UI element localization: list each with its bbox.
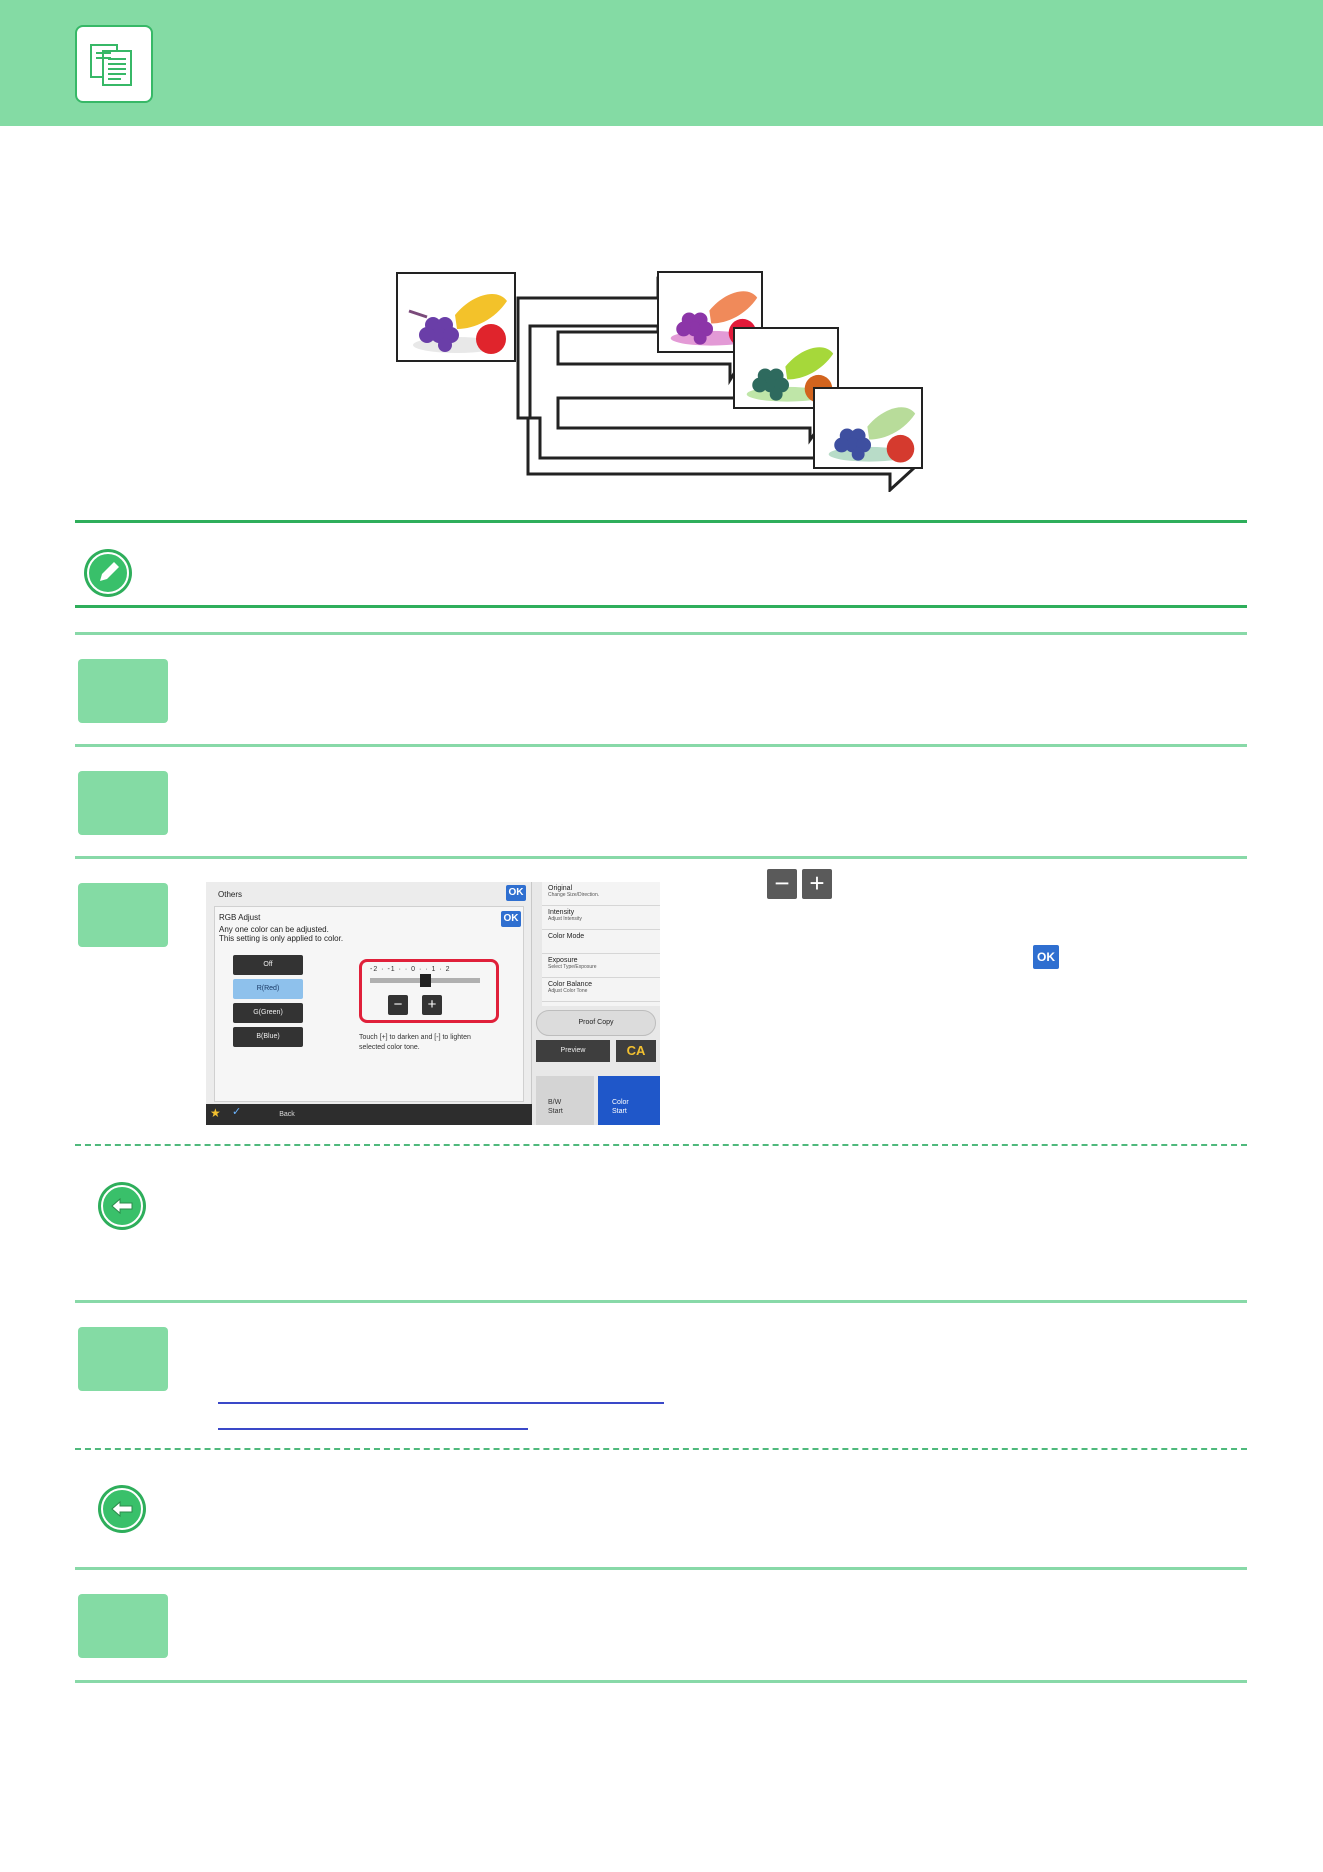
step1-top-rule — [75, 632, 1247, 635]
step5-top-rule — [75, 1567, 1247, 1570]
return-arrow-icon — [96, 1483, 148, 1535]
menu-label: Original — [548, 885, 573, 892]
rgb-adjust-desc-1: Any one color can be adjusted. — [219, 925, 329, 934]
rgb-adjust-ok-button[interactable]: OK — [501, 911, 521, 927]
slider-scale: -2 · -1 · · 0 · · 1 · 2 — [370, 966, 451, 973]
bw-start-label: Start — [548, 1108, 563, 1115]
step1-box — [78, 659, 168, 723]
menu-sub: Change Size/Direction. — [548, 892, 600, 898]
color-label: Color — [612, 1099, 629, 1106]
pencil-note-icon — [82, 547, 134, 599]
page-header — [0, 0, 1323, 126]
bw-label: B/W — [548, 1099, 562, 1106]
menu-sub: Select Type/Exposure — [548, 964, 597, 970]
link-underline-1[interactable] — [218, 1402, 664, 1404]
menu-label: Color Balance — [548, 981, 592, 988]
page-bottom-rule — [75, 1680, 1247, 1683]
color-start-label: Start — [612, 1108, 627, 1115]
ok-key-icon: OK — [1033, 945, 1059, 969]
rgb-adjust-title: RGB Adjust — [219, 913, 261, 922]
minus-button[interactable]: − — [388, 995, 408, 1015]
slider-hint-line-1: Touch [+] to darken and [-] to lighten — [359, 1034, 471, 1041]
step3-box — [78, 883, 168, 947]
panel-ok-button[interactable]: OK — [506, 885, 526, 901]
panel-title: Others — [218, 890, 243, 899]
return-arrow-icon — [96, 1180, 148, 1232]
rgb-adjust-dialog: RGB Adjust Any one color can be adjusted… — [214, 906, 524, 1102]
plus-button[interactable]: + — [422, 995, 442, 1015]
clear-all-button[interactable]: CA — [616, 1040, 656, 1062]
rgb-adjust-desc-2: This setting is only applied to color. — [219, 934, 344, 943]
note-top-rule — [75, 520, 1247, 523]
minus-key-icon: − — [767, 869, 797, 899]
menu-sub: Adjust Color Tone — [548, 988, 588, 994]
menu-item-color-mode[interactable]: Color Mode — [542, 930, 660, 954]
step4-top-rule — [75, 1300, 1247, 1303]
option-blue[interactable]: B(Blue) — [233, 1027, 303, 1047]
slider-hint-line-2: selected color tone. — [359, 1044, 420, 1051]
fruit-color-variation-illustration — [396, 271, 923, 492]
step4-box — [78, 1327, 168, 1391]
back-button[interactable]: Back — [279, 1111, 295, 1118]
step2-box — [78, 771, 168, 835]
option-red[interactable]: R(Red) — [233, 979, 303, 999]
step5-box — [78, 1594, 168, 1658]
rgb-slider-box: -2 · -1 · · 0 · · 1 · 2 − + — [359, 959, 499, 1023]
step4-dashed-rule — [75, 1448, 1247, 1450]
proof-copy-button[interactable]: Proof Copy — [536, 1010, 656, 1036]
slider-hint: Touch [+] to darken and [-] to lighten s… — [359, 1033, 519, 1053]
preview-button[interactable]: Preview — [536, 1040, 610, 1062]
link-underline-2[interactable] — [218, 1428, 528, 1430]
step2-top-rule — [75, 744, 1247, 747]
menu-label: Exposure — [548, 957, 578, 964]
bw-start-button[interactable]: B/W Start — [536, 1076, 594, 1125]
option-off[interactable]: Off — [233, 955, 303, 975]
panel-bottom-bar — [206, 1104, 532, 1125]
copy-document-icon — [75, 25, 153, 103]
step3-dashed-rule — [75, 1144, 1247, 1146]
menu-sub: Adjust Intensity — [548, 916, 582, 922]
note-bottom-rule — [75, 605, 1247, 608]
touch-panel-screenshot: Others OK RGB Adjust Any one color can b… — [206, 882, 660, 1125]
plus-key-icon: + — [802, 869, 832, 899]
option-green[interactable]: G(Green) — [233, 1003, 303, 1023]
menu-label: Color Mode — [548, 933, 585, 940]
star-icon[interactable]: ★ — [210, 1106, 221, 1120]
menu-label: Intensity — [548, 909, 575, 916]
step3-top-rule — [75, 856, 1247, 859]
check-icon[interactable]: ✓ — [232, 1106, 242, 1118]
slider-thumb[interactable] — [420, 974, 431, 987]
